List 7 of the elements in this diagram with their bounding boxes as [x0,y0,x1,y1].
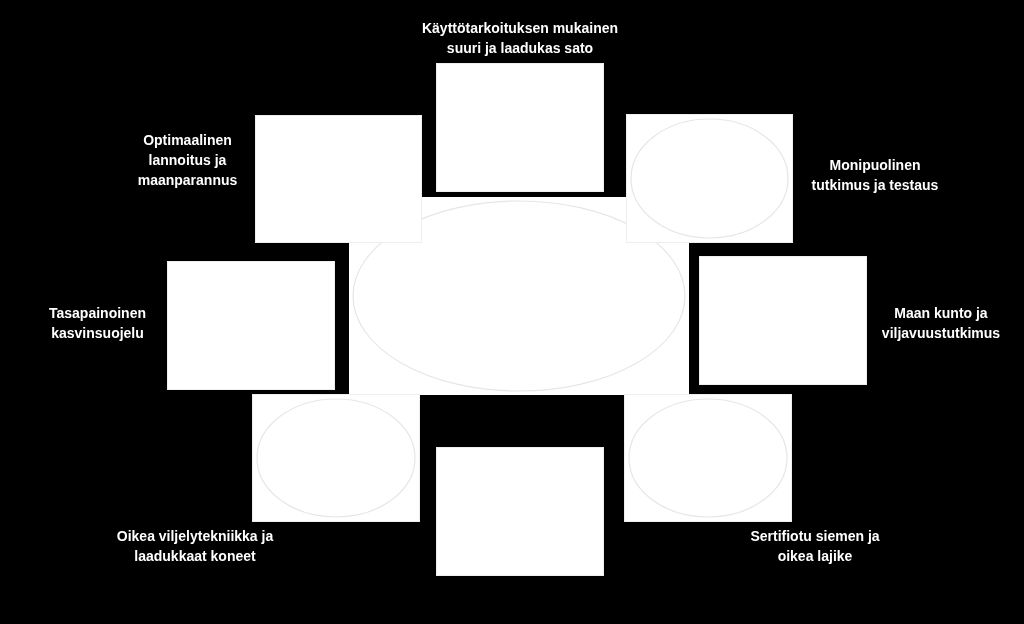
category-label: Monipuolinen tutkimus ja testaus [810,156,940,195]
category-label: Sertifiotu siemen ja oikea lajike [750,527,880,566]
category-label: Tasapainoinen kasvinsuojelu [48,304,147,343]
category-label: Oikea viljelytekniikka ja laadukkaat koneet [115,527,275,566]
category-label: Käyttötarkoituksen mukainen suuri ja laadukas sato [420,19,620,58]
category-label: Maan kunto ja viljavuustutkimus [880,304,1002,343]
category-label: Optimaalinen lannoitus ja maanparannus [136,131,239,190]
